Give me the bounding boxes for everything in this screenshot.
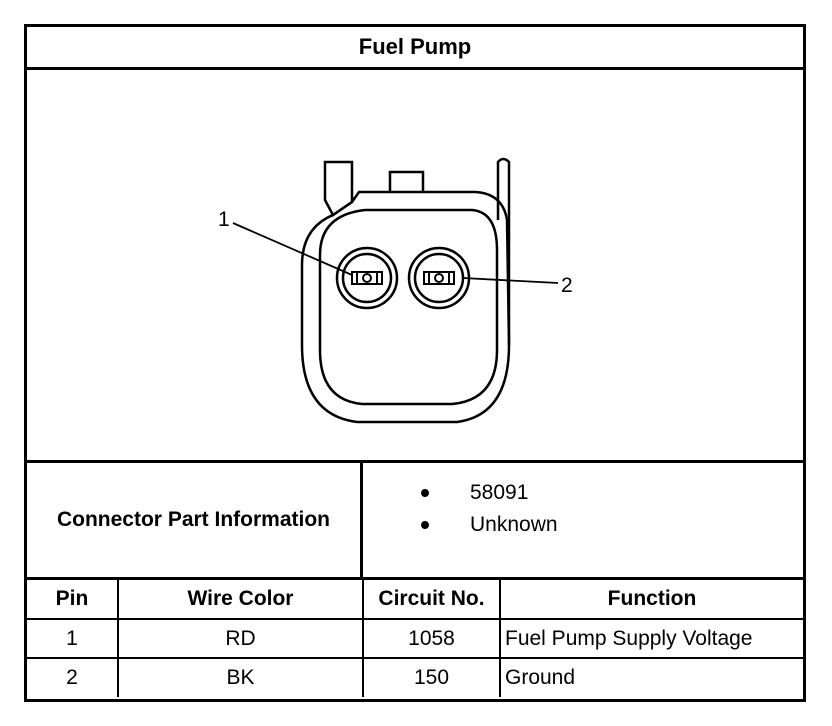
- connector-sheet: Fuel Pump: [24, 24, 806, 702]
- page-title: Fuel Pump: [27, 27, 803, 70]
- connector-info-label: Connector Part Information: [27, 463, 363, 577]
- header-pin: Pin: [27, 580, 119, 620]
- pin-callout-2: 2: [561, 274, 573, 297]
- bullet-icon: [421, 521, 429, 529]
- outer-housing: [300, 190, 511, 424]
- cell-function: Fuel Pump Supply Voltage: [499, 618, 803, 659]
- table-row: 2 BK 150 Ground: [27, 657, 803, 697]
- table-row: 1 RD 1058 Fuel Pump Supply Voltage: [27, 618, 803, 659]
- top-key-tab: [388, 170, 425, 192]
- header-function: Function: [499, 580, 803, 620]
- cell-function: Ground: [499, 657, 803, 697]
- left-latch: [323, 160, 354, 217]
- cell-wire-color: BK: [117, 657, 364, 697]
- inner-housing: [318, 208, 499, 406]
- connector-face-svg: 1 2: [218, 157, 573, 424]
- connector-part-info: Connector Part Information 58091 Unknown: [27, 463, 803, 580]
- cell-circuit-no: 1058: [362, 618, 501, 659]
- connector-info-list: 58091 Unknown: [363, 477, 558, 541]
- header-wire-color: Wire Color: [117, 580, 364, 620]
- leader-line-1: [232, 222, 353, 276]
- cell-pin: 2: [27, 657, 119, 697]
- cell-wire-color: RD: [117, 618, 364, 659]
- terminal-cavity-2: [407, 246, 471, 310]
- cell-pin: 1: [27, 618, 119, 659]
- connector-info-value: 58091: [470, 481, 529, 504]
- right-latch: [496, 157, 511, 345]
- table-header-row: Pin Wire Color Circuit No. Function: [27, 580, 803, 620]
- connector-drawing: 1 2: [27, 70, 803, 463]
- leader-line-2: [462, 277, 559, 284]
- pin-callout-1: 1: [218, 208, 230, 231]
- header-circuit-no: Circuit No.: [362, 580, 501, 620]
- pin-table: Pin Wire Color Circuit No. Function 1 RD…: [27, 580, 803, 697]
- terminal-cavity-1: [335, 246, 399, 310]
- bullet-icon: [421, 489, 429, 497]
- connector-info-value: Unknown: [470, 513, 558, 536]
- list-item: Unknown: [363, 509, 558, 541]
- list-item: 58091: [363, 477, 558, 509]
- cell-circuit-no: 150: [362, 657, 501, 697]
